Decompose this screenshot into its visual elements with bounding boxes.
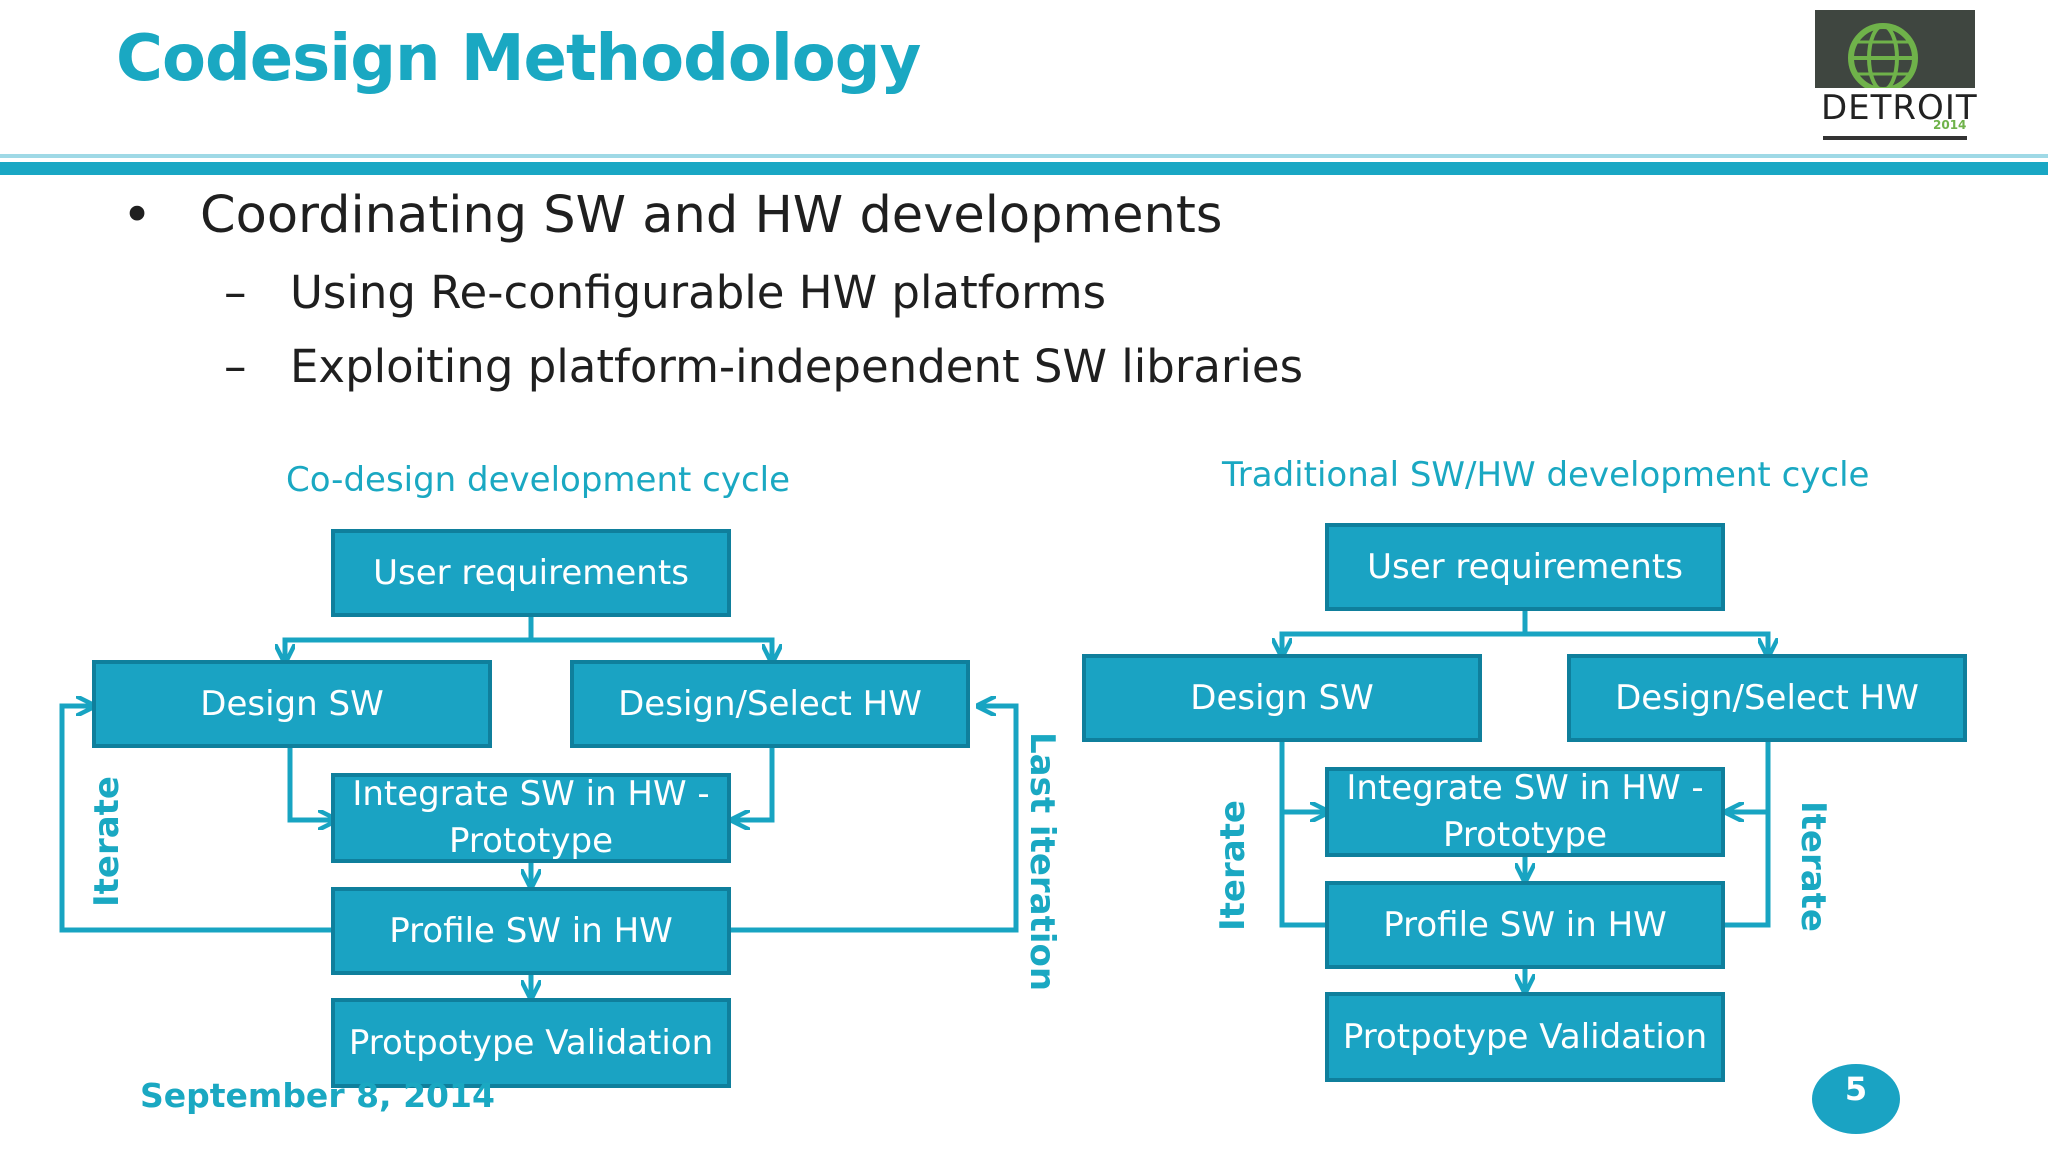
bullet-text: Coordinating SW and HW developments — [200, 186, 1223, 245]
box-design-select-hw: Design/Select HW — [1567, 654, 1967, 742]
sub-bullet-marker: – — [224, 340, 247, 393]
last-iteration-label: Last iteration — [1022, 732, 1062, 992]
box-user-requirements: User requirements — [1325, 523, 1725, 611]
globe-icon — [1815, 10, 1975, 150]
slide-date: September 8, 2014 — [140, 1076, 495, 1115]
right-right-iterate-label: Iterate — [1793, 801, 1833, 932]
sub-bullet-marker: – — [224, 266, 247, 319]
right-left-iterate-label: Iterate — [1213, 800, 1253, 931]
left-diagram-caption: Co-design development cycle — [286, 460, 791, 500]
left-iterate-label: Iterate — [87, 776, 127, 907]
bullet-marker: • — [122, 186, 153, 245]
sub-bullet-text: Exploiting platform-independent SW libra… — [290, 340, 1304, 393]
box-profile-sw: Profile SW in HW — [331, 887, 731, 975]
box-prototype-validation: Protpotype Validation — [331, 998, 731, 1088]
slide-title: Codesign Methodology — [116, 22, 921, 96]
box-integrate-prototype: Integrate SW in HW - Prototype — [331, 773, 731, 863]
logo-text: DETROIT — [1821, 88, 1978, 128]
logo-year: 2014 — [1933, 118, 1967, 132]
sub-bullet-text: Using Re-configurable HW platforms — [290, 266, 1107, 319]
page-number: 5 — [1812, 1064, 1900, 1134]
box-design-sw: Design SW — [92, 660, 492, 748]
box-user-requirements: User requirements — [331, 529, 731, 617]
logo: DETROIT 2014 — [1815, 10, 1978, 150]
box-design-sw: Design SW — [1082, 654, 1482, 742]
box-design-select-hw: Design/Select HW — [570, 660, 970, 748]
box-integrate-prototype: Integrate SW in HW - Prototype — [1325, 767, 1725, 857]
header-divider-thin — [0, 154, 2048, 158]
box-profile-sw: Profile SW in HW — [1325, 881, 1725, 969]
header-divider-thick — [0, 162, 2048, 175]
right-diagram-caption: Traditional SW/HW development cycle — [1222, 455, 1870, 495]
box-prototype-validation: Protpotype Validation — [1325, 992, 1725, 1082]
